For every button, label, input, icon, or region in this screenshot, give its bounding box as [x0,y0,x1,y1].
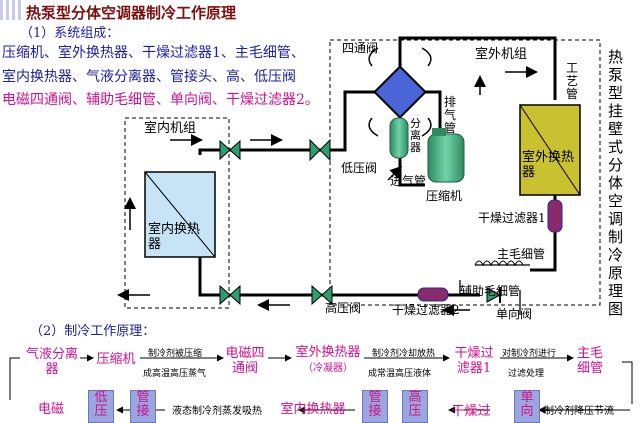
components-line-2: 室内换热器、气液分离器、管接头、高、低压阀 [2,69,296,85]
four-way-valve-label: 四通阀 [342,41,378,55]
indoor-unit-box [124,117,230,309]
flow-main-capillary: 主毛细管 [576,346,603,376]
high-valve-icon [311,284,333,306]
note-compress-2: 成高温高压蒸气 [143,369,207,379]
section1-heading: （1）系统组成： [20,26,120,41]
flow-row2-high: 高压 [402,390,428,423]
flow-compressor: 压缩机 [96,352,136,367]
components-line-1: 压缩机、室外换热器、干燥过滤器1、主毛细管、 [2,45,305,61]
drier2-label: 干燥过滤器2 [392,303,460,317]
flow-condenser: （冷凝器） [303,363,353,374]
flow-outdoor-hx: 室外换热器 [295,345,361,360]
note-throttle: 制冷剂降压节流 [544,406,614,417]
flow-row2-solenoid: 电磁 [37,402,64,417]
outdoor-unit-box [329,39,601,306]
flow-row2-check: 单向 [514,390,540,423]
indoor-bottom-valve-icon [219,284,241,306]
check-valve-label: 单向阀 [496,306,532,321]
main-capillary-icon [474,260,524,267]
note-compress-1: 制冷剂被压缩 [148,349,203,359]
check-valve-icon [486,287,502,303]
note-cool-2: 成常温高压液体 [368,369,432,379]
discharge-pipe-label: 排气管 [444,95,457,135]
low-valve-label: 低压阀 [341,161,377,175]
process-tube-label: 工艺管 [566,61,579,101]
flow-row2-drier: 干燥过 [451,404,491,419]
low-valve-icon [309,138,331,162]
side-caption: 热泵型挂壁式分体空调制冷原理图 [608,48,624,318]
title-decoration [0,0,22,20]
outdoor-unit-label: 室外机组 [475,46,527,62]
flow-row2-joint2: 管接 [362,390,388,423]
note-filter-2: 过滤处理 [508,369,545,379]
flow-row2-low: 低压 [88,390,114,423]
flow-row2-joint1: 管接 [130,390,156,423]
main-capillary-label: 主毛细管 [497,246,545,261]
compressor-label: 压缩机 [426,188,462,203]
flow-four-way: 电磁四通阀 [225,346,265,376]
compressor-icon [427,133,465,183]
high-valve-label: 高压阀 [325,300,361,315]
aux-capillary-label: 辅助毛细管 [460,283,520,298]
page-title: 热泵型分体空调器制冷工作原理 [26,4,237,22]
flow-row2-indoor-hx: 室内换热器 [280,402,346,417]
low-pressure-line [198,90,380,155]
indoor-top-valve-icon [219,139,241,161]
capillary-line [530,232,557,272]
indoor-unit-label: 室内机组 [144,120,196,136]
flow-drier1: 干燥过滤器1 [454,346,494,376]
note-cool-1: 制冷剂冷却放热 [372,349,436,359]
outdoor-hx-label: 室外换热器 [522,150,575,180]
separator-label: 分离器 [410,117,421,154]
drier1-icon [547,199,563,233]
drier1-label: 干燥过滤器1 [478,211,546,225]
indoor-hx-label: 室内换热器 [148,222,201,252]
outdoor-line [398,36,557,100]
note-filter-1: 对制冷剂进行 [502,349,557,359]
four-way-valve-icon [373,65,427,119]
note-evaporate: 液态制冷剂蒸发吸热 [172,406,262,417]
suction-pipe-label: 进气管 [390,173,426,188]
drier2-icon [417,287,449,302]
flow-separator: 气液分离器 [25,347,78,377]
section2-heading: （2）制冷工作原理： [30,324,156,339]
separator-icon [389,117,409,159]
components-line-3: 电磁四通阀、辅助毛细管、单向阀、干燥过滤器2。 [2,92,319,108]
